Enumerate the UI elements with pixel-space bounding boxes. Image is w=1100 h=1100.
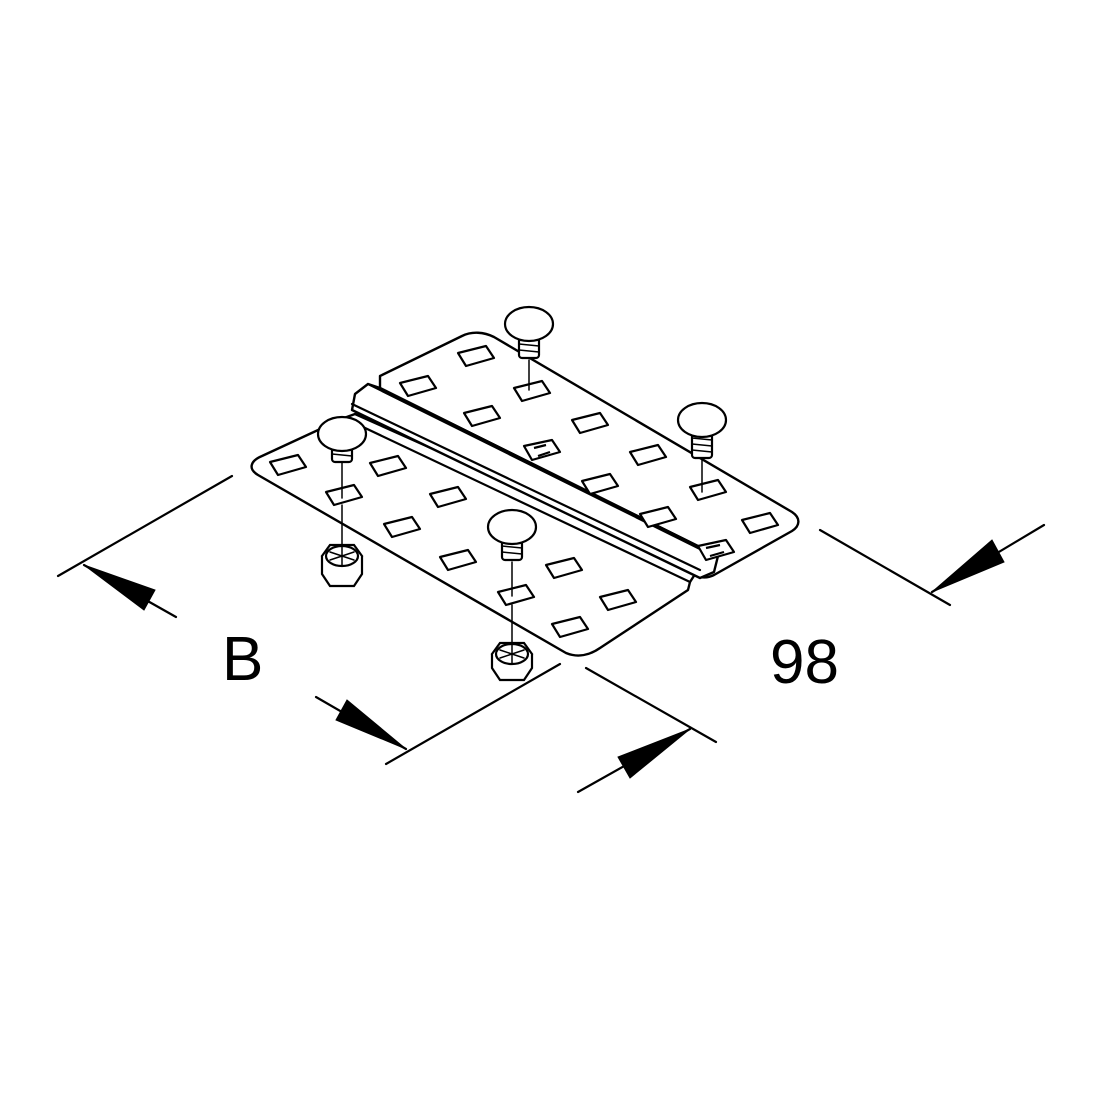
slot: [268, 453, 308, 477]
nut-front: [490, 604, 534, 682]
slot: [638, 505, 678, 529]
slot: [580, 472, 620, 496]
central-ridge: [350, 382, 720, 580]
slot: [550, 615, 590, 639]
lower-plate: [250, 412, 701, 657]
embossed-mark: [696, 538, 736, 562]
slot: [512, 379, 552, 403]
bolt-top-right: [676, 401, 728, 493]
upper-plate-slots: [398, 344, 780, 562]
slot: [438, 548, 478, 572]
slot: [462, 404, 502, 428]
nut-left: [320, 504, 364, 588]
lower-plate-slots: [268, 453, 638, 639]
dimension-label-b: B: [222, 625, 263, 694]
dimension-98: [576, 523, 1046, 794]
dimension-label-98: 98: [770, 628, 839, 697]
slot: [456, 344, 496, 368]
slot: [598, 588, 638, 612]
slot: [368, 454, 408, 478]
slot: [688, 478, 728, 502]
dimension-b: [56, 474, 562, 766]
slot: [382, 515, 422, 539]
arrowhead: [617, 728, 691, 779]
slot: [398, 374, 438, 398]
slot: [428, 485, 468, 509]
embossed-mark: [522, 438, 562, 462]
bolt-front: [486, 508, 538, 597]
bolt-left: [316, 415, 368, 499]
slot: [570, 411, 610, 435]
slot: [496, 583, 536, 607]
slot: [740, 511, 780, 535]
arrowhead: [931, 539, 1005, 593]
slot: [324, 483, 364, 507]
arrowhead: [83, 564, 156, 611]
arrowhead: [335, 699, 407, 750]
bolt-top-center: [503, 305, 555, 391]
slot: [544, 556, 584, 580]
slot: [628, 443, 668, 467]
